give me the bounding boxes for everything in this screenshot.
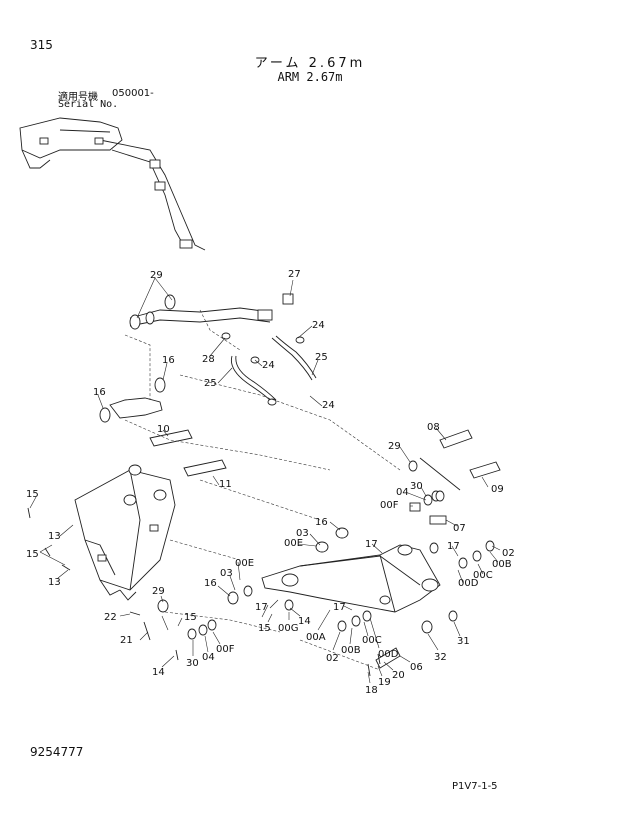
callout-label: 18 bbox=[365, 685, 378, 696]
callout-label: 29 bbox=[388, 441, 401, 452]
page-code: P1V7-1-5 bbox=[452, 781, 498, 792]
leader-lines bbox=[29, 277, 501, 684]
callout-label: 17 bbox=[447, 541, 460, 552]
callout-label: 00E bbox=[235, 558, 254, 569]
seals-bushings bbox=[157, 490, 495, 669]
bucket-link-assembly bbox=[74, 464, 176, 601]
callout-label: 24 bbox=[312, 320, 325, 331]
callout-label: 00F bbox=[380, 500, 399, 511]
callout-label: 17 bbox=[255, 602, 268, 613]
callout-label: 30 bbox=[186, 658, 199, 669]
callout-label: 20 bbox=[392, 670, 405, 681]
callout-label: 10 bbox=[157, 424, 170, 435]
callout-label: 16 bbox=[93, 387, 106, 398]
callout-label: 00B bbox=[341, 645, 361, 656]
serial-label-japanese: 適用号機 bbox=[58, 92, 98, 103]
callout-label: 29 bbox=[150, 270, 163, 281]
arm-body bbox=[261, 544, 441, 613]
callout-label: 21 bbox=[120, 635, 133, 646]
title-english: ARM 2.67m bbox=[277, 70, 343, 84]
callout-label: 04 bbox=[202, 652, 215, 663]
callout-label: 16 bbox=[204, 578, 217, 589]
callout-label: 24 bbox=[262, 360, 275, 371]
callout-label: 07 bbox=[453, 523, 466, 534]
callout-label: 22 bbox=[104, 612, 117, 623]
callout-label: 13 bbox=[48, 531, 61, 542]
callout-label: 27 bbox=[288, 269, 301, 280]
callout-label: 00C bbox=[473, 570, 493, 581]
serial-number-value: 050001- bbox=[112, 88, 154, 99]
callout-label: 00A bbox=[306, 632, 326, 643]
callout-label: 25 bbox=[315, 352, 328, 363]
page-number: 315 bbox=[30, 38, 53, 52]
callout-label: 15 bbox=[26, 549, 39, 560]
serial-label-english: Serial No. bbox=[58, 99, 119, 110]
document-number: 9254777 bbox=[30, 745, 84, 759]
callout-label: 00B bbox=[492, 559, 512, 570]
callout-label: 16 bbox=[162, 355, 175, 366]
callout-label: 13 bbox=[48, 577, 61, 588]
bolts bbox=[27, 507, 381, 677]
callout-label: 29 bbox=[152, 586, 165, 597]
assembly-lines bbox=[124, 309, 401, 671]
callout-label: 32 bbox=[434, 652, 447, 663]
callout-label: 15 bbox=[26, 489, 39, 500]
callout-label: 14 bbox=[298, 616, 311, 627]
callout-label: 03 bbox=[220, 568, 233, 579]
callout-label: 15 bbox=[184, 612, 197, 623]
callout-label: 00E bbox=[284, 538, 303, 549]
callout-label: 02 bbox=[502, 548, 515, 559]
callout-label: 24 bbox=[322, 400, 335, 411]
callout-label: 08 bbox=[427, 422, 440, 433]
callout-label: 09 bbox=[491, 484, 504, 495]
callout-label: 00D bbox=[458, 578, 479, 589]
callout-label: 11 bbox=[219, 479, 232, 490]
callout-label: 17 bbox=[365, 539, 378, 550]
callout-label: 28 bbox=[202, 354, 215, 365]
callout-label: 31 bbox=[457, 636, 470, 647]
callout-label: 17 bbox=[333, 602, 346, 613]
callout-label: 00C bbox=[362, 635, 382, 646]
callout-label: 19 bbox=[378, 677, 391, 688]
callout-label: 30 bbox=[410, 481, 423, 492]
callout-label: 00D bbox=[378, 649, 399, 660]
title-japanese: アーム 2.67m bbox=[254, 56, 366, 71]
callout-label: 25 bbox=[204, 378, 217, 389]
callout-label: 06 bbox=[410, 662, 423, 673]
excavator-thumbnail bbox=[19, 117, 206, 251]
pins-and-brackets bbox=[99, 377, 227, 477]
callout-labels: 29 27 24 16 28 24 25 16 25 24 10 29 08 3… bbox=[26, 269, 515, 696]
callout-label: 03 bbox=[296, 528, 309, 539]
callout-label: 02 bbox=[326, 653, 339, 664]
callout-label: 16 bbox=[315, 517, 328, 528]
callout-label: 04 bbox=[396, 487, 409, 498]
callout-label: 14 bbox=[152, 667, 165, 678]
callout-label: 00F bbox=[216, 644, 235, 655]
callout-label: 15 bbox=[258, 623, 271, 634]
callout-label: 00G bbox=[278, 623, 298, 634]
